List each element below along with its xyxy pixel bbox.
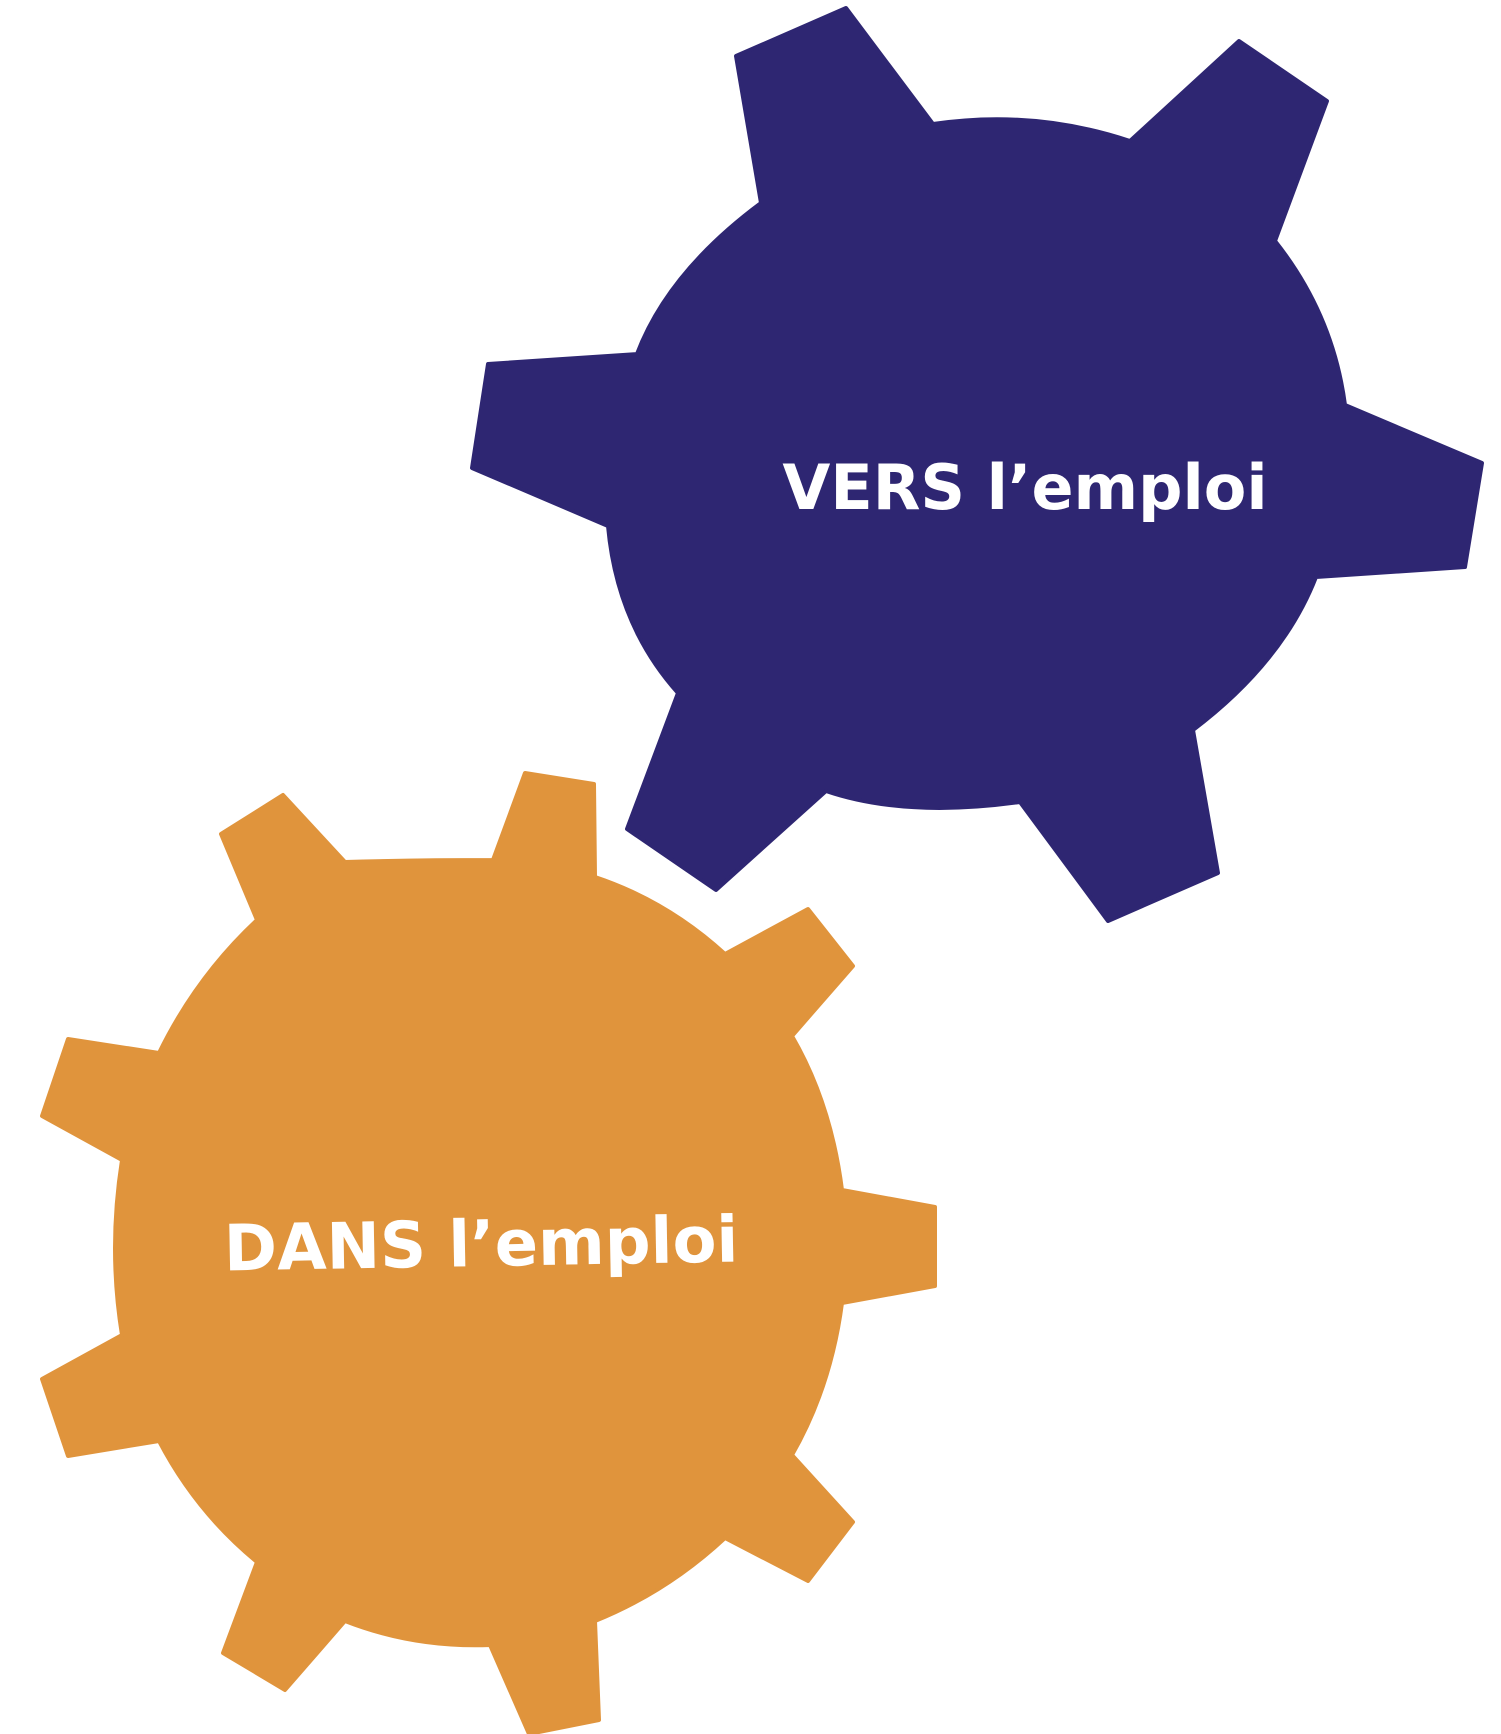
gear-vers-label: VERS l’emploi <box>782 451 1267 524</box>
gear-vers: VERS l’emploi <box>470 6 1484 923</box>
gear-dans-label: DANS l’emploi <box>223 1204 739 1287</box>
gear-dans-shape <box>40 771 937 1734</box>
gear-dans: DANS l’emploi <box>40 771 937 1734</box>
gear-vers-shape <box>470 6 1484 923</box>
